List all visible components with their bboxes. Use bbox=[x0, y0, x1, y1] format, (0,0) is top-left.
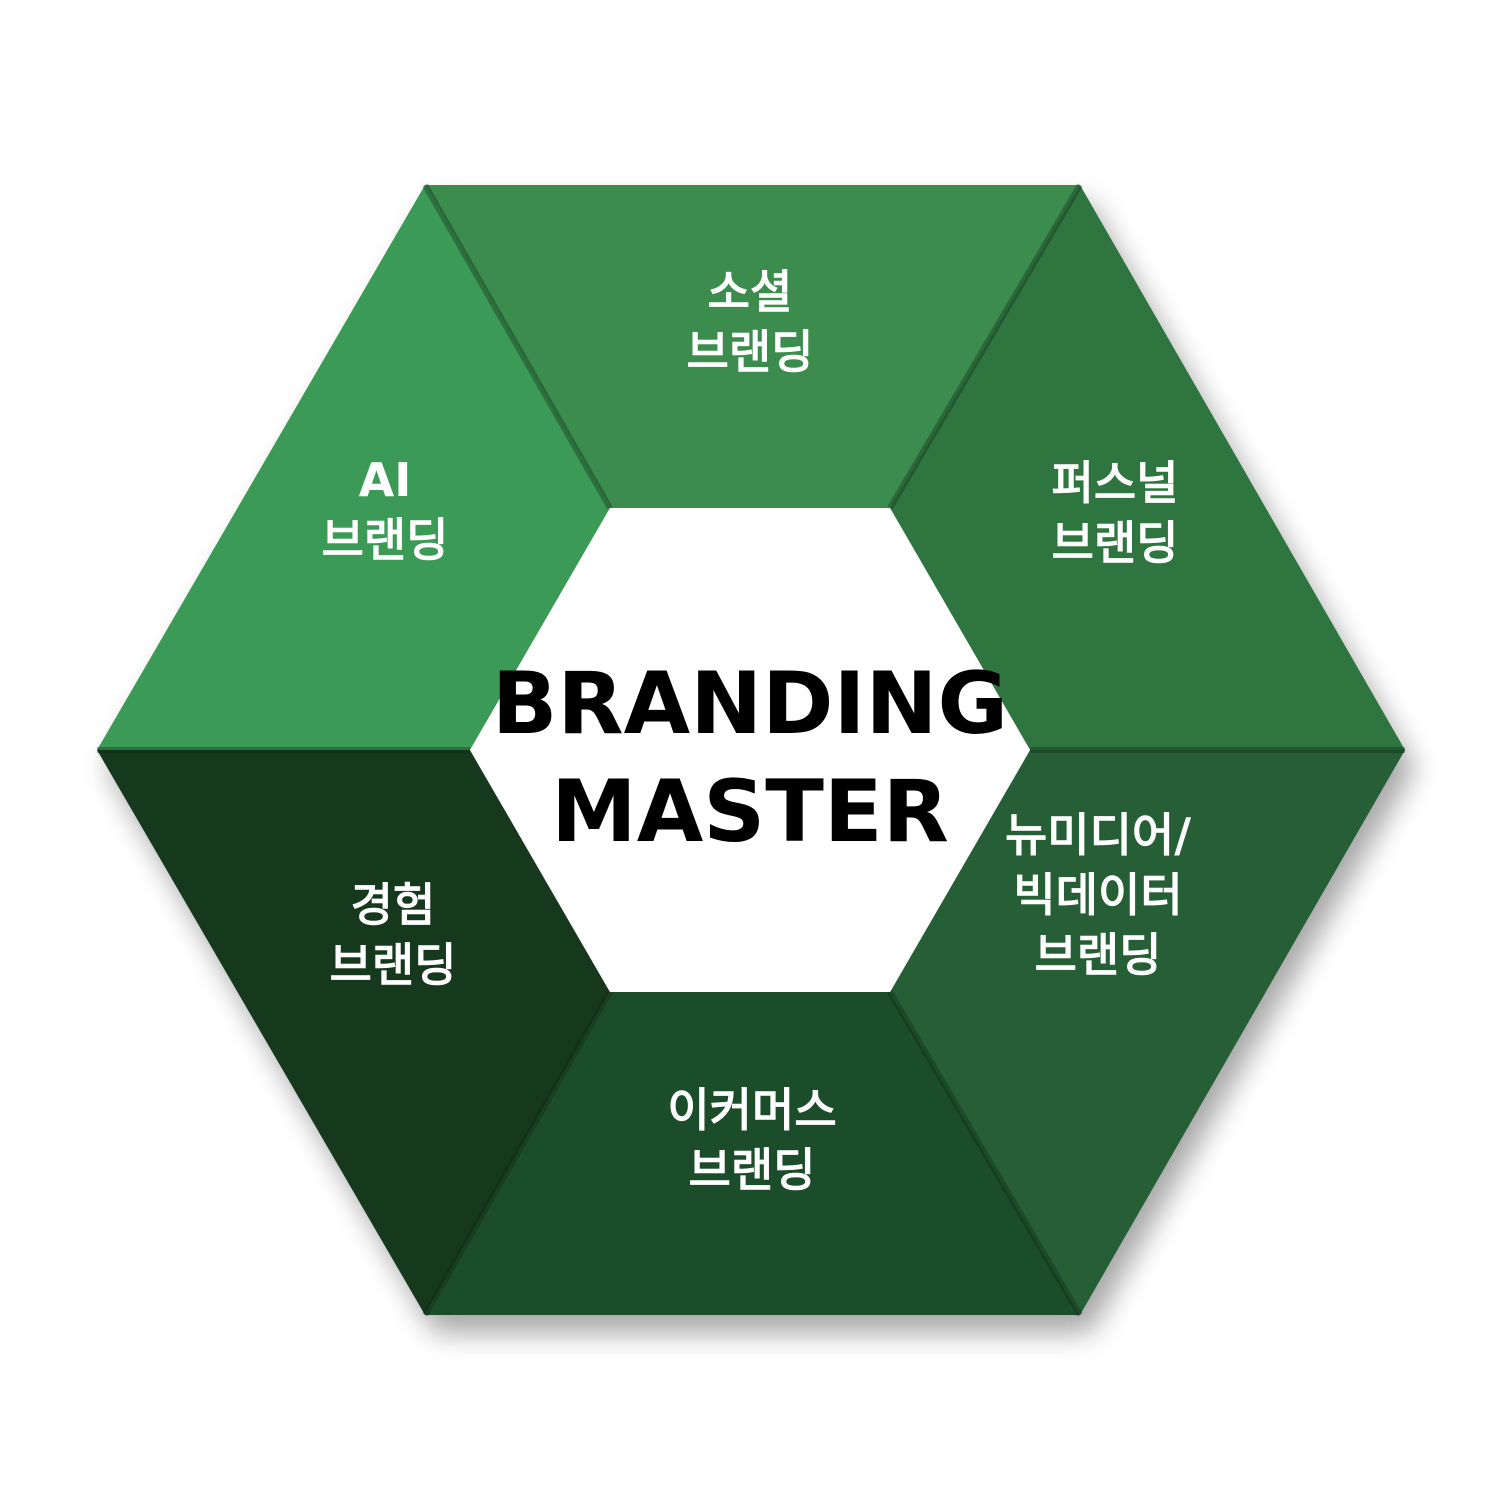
segment-label-newmedia: 빅데이터 bbox=[1013, 868, 1182, 922]
segment-label-social: 소셜 bbox=[708, 265, 793, 319]
segment-label-ecommerce: 브랜딩 bbox=[689, 1143, 816, 1197]
segment-label-experience: 브랜딩 bbox=[330, 938, 457, 992]
center-hexagon bbox=[470, 508, 1030, 992]
segment-seam bbox=[422, 183, 613, 510]
segment-label-personal: 퍼스널 bbox=[1052, 456, 1179, 510]
segment-social bbox=[425, 185, 1080, 508]
segment-newmedia bbox=[890, 750, 1405, 1315]
segment-label-newmedia: 뉴미디어/ bbox=[1005, 808, 1191, 862]
segment-label-social: 브랜딩 bbox=[687, 325, 814, 379]
segment-seam bbox=[422, 990, 613, 1317]
segment-label-ai: AI bbox=[359, 453, 412, 507]
segment-experience bbox=[97, 750, 610, 1315]
segment-ai bbox=[97, 185, 610, 750]
center-title-line-2: MASTER bbox=[551, 762, 949, 862]
segment-seam bbox=[887, 990, 1083, 1317]
center-title-line-1: BRANDING bbox=[492, 654, 1008, 754]
segment-personal bbox=[890, 185, 1405, 750]
segment-label-personal: 브랜딩 bbox=[1052, 516, 1179, 570]
segment-label-ai: 브랜딩 bbox=[322, 513, 449, 567]
segment-label-ecommerce: 이커머스 bbox=[667, 1083, 836, 1137]
segment-label-newmedia: 브랜딩 bbox=[1035, 928, 1162, 982]
segment-seam bbox=[887, 183, 1083, 510]
segment-ecommerce bbox=[425, 992, 1080, 1315]
segment-label-experience: 경험 bbox=[351, 878, 436, 932]
